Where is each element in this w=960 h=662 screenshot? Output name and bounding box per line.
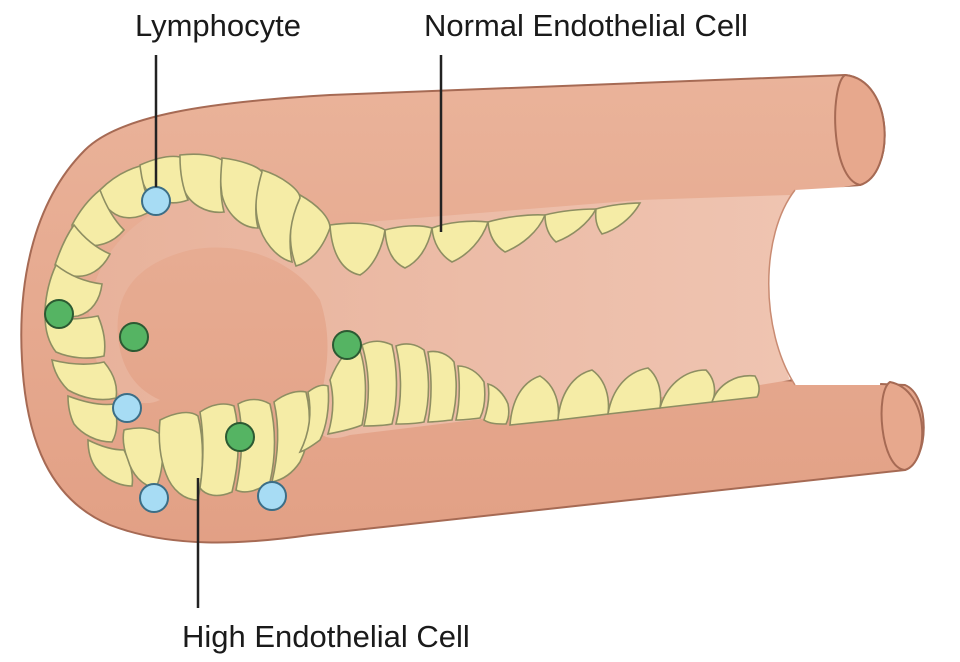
- vessel-opening: [768, 186, 883, 385]
- endothelial-cell: [594, 202, 642, 235]
- endothelial-cell: [427, 350, 457, 423]
- normal-endothelial-cells-top: [329, 202, 642, 276]
- endothelial-cell: [557, 369, 610, 421]
- lymphocyte-green-icon: [119, 322, 149, 352]
- endothelial-cell: [487, 214, 547, 253]
- high-endothelial-cells: [44, 153, 510, 501]
- endothelial-cell: [329, 222, 386, 276]
- lymphocyte-blue-icon: [257, 481, 287, 511]
- green-lymphocytes: [44, 299, 362, 452]
- endothelial-cell: [394, 343, 430, 425]
- endothelial-cell: [67, 394, 118, 443]
- endothelial-cell: [710, 375, 760, 403]
- high-endothelial-cell-label: High Endothelial Cell: [182, 619, 470, 654]
- normal-endothelial-cells-bottom: [509, 367, 760, 426]
- endothelial-cell: [544, 208, 598, 243]
- endothelial-cell: [298, 384, 330, 454]
- blue-lymphocytes: [112, 186, 287, 513]
- lymphocyte-green-icon: [332, 330, 362, 360]
- lymphocyte-green-icon: [225, 422, 255, 452]
- lymphocyte-blue-icon: [141, 186, 171, 216]
- vessel-bottom-rim: [880, 380, 924, 472]
- vessel-lumen: [89, 193, 791, 439]
- endothelial-cell: [607, 367, 662, 415]
- vessel-top-rim: [834, 73, 886, 187]
- endothelial-cell: [199, 403, 240, 497]
- endothelial-cell: [384, 225, 433, 269]
- leader-lines: [154, 55, 443, 608]
- endothelial-cell: [270, 390, 311, 484]
- endothelial-cell: [455, 365, 486, 421]
- endothelial-cell: [431, 220, 490, 263]
- normal-endothelial-cell-label: Normal Endothelial Cell: [424, 8, 748, 43]
- endothelial-cell: [361, 340, 398, 427]
- lymphocyte-green-icon: [44, 299, 74, 329]
- lymphocyte-blue-icon: [139, 483, 169, 513]
- lymphocyte-label: Lymphocyte: [135, 8, 301, 43]
- endothelial-cell: [87, 438, 134, 487]
- endothelial-cell: [483, 382, 510, 425]
- endothelial-cell: [509, 375, 560, 426]
- vessel-opening-edge: [768, 189, 796, 386]
- lymphocyte-blue-icon: [112, 393, 142, 423]
